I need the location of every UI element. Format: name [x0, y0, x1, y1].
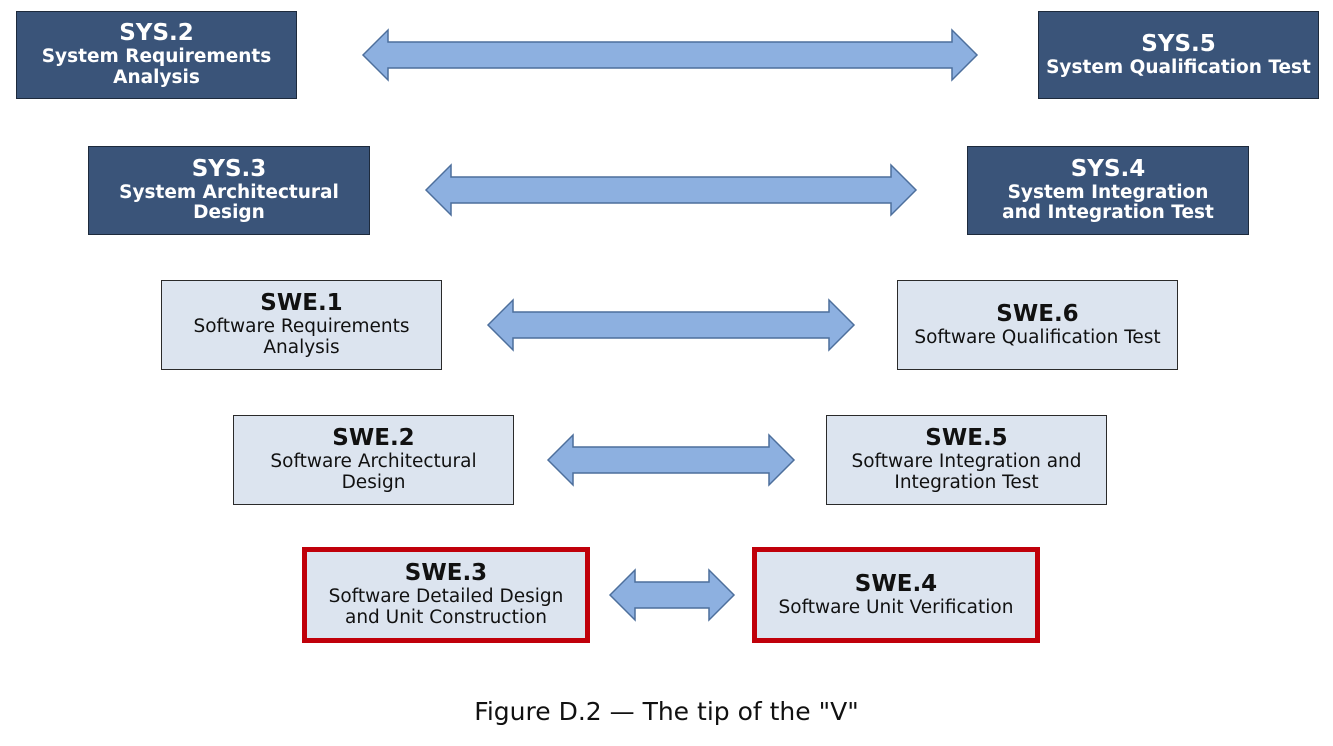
swe4-box: SWE.4 Software Unit Verification — [752, 547, 1040, 643]
swe3-box: SWE.3 Software Detailed Design and Unit … — [302, 547, 590, 643]
swe1-box: SWE.1 Software Requirements Analysis — [161, 280, 442, 370]
process-name: System Requirements Analysis — [41, 46, 272, 88]
process-id: SYS.4 — [1070, 155, 1146, 182]
process-name: System Architectural Design — [119, 181, 339, 224]
sys5-box: SYS.5 System Qualification Test — [1038, 11, 1319, 99]
process-name: System Integration and Integration Test — [1002, 181, 1214, 224]
process-id: SYS.3 — [191, 155, 267, 182]
process-id: SYS.2 — [119, 20, 194, 47]
process-name: Software Unit Verification — [778, 596, 1014, 618]
bidirectional-arrow — [361, 28, 979, 82]
bidirectional-arrow — [546, 433, 796, 487]
process-name: Software Qualification Test — [914, 326, 1161, 348]
figure-caption: Figure D.2 — The tip of the "V" — [474, 697, 859, 726]
process-name: System Qualification Test — [1046, 56, 1311, 78]
process-id: SWE.5 — [925, 425, 1008, 452]
process-name: Software Architectural Design — [270, 451, 477, 493]
process-id: SWE.6 — [996, 300, 1079, 327]
process-id: SWE.2 — [332, 425, 415, 452]
bidirectional-arrow — [486, 298, 856, 352]
sys2-box: SYS.2 System Requirements Analysis — [16, 11, 297, 99]
bidirectional-arrow — [424, 163, 918, 217]
sys3-box: SYS.3 System Architectural Design — [88, 146, 370, 235]
swe2-box: SWE.2 Software Architectural Design — [233, 415, 514, 505]
process-id: SWE.3 — [404, 560, 488, 587]
swe5-box: SWE.5 Software Integration and Integrati… — [826, 415, 1107, 505]
process-id: SYS.5 — [1141, 30, 1216, 57]
swe6-box: SWE.6 Software Qualification Test — [897, 280, 1178, 370]
process-name: Software Detailed Design and Unit Constr… — [328, 586, 564, 628]
process-id: SWE.4 — [854, 570, 938, 597]
process-name: Software Integration and Integration Tes… — [851, 451, 1082, 493]
process-name: Software Requirements Analysis — [193, 316, 410, 358]
sys4-box: SYS.4 System Integration and Integration… — [967, 146, 1249, 235]
process-id: SWE.1 — [260, 290, 343, 317]
bidirectional-arrow — [608, 568, 736, 622]
